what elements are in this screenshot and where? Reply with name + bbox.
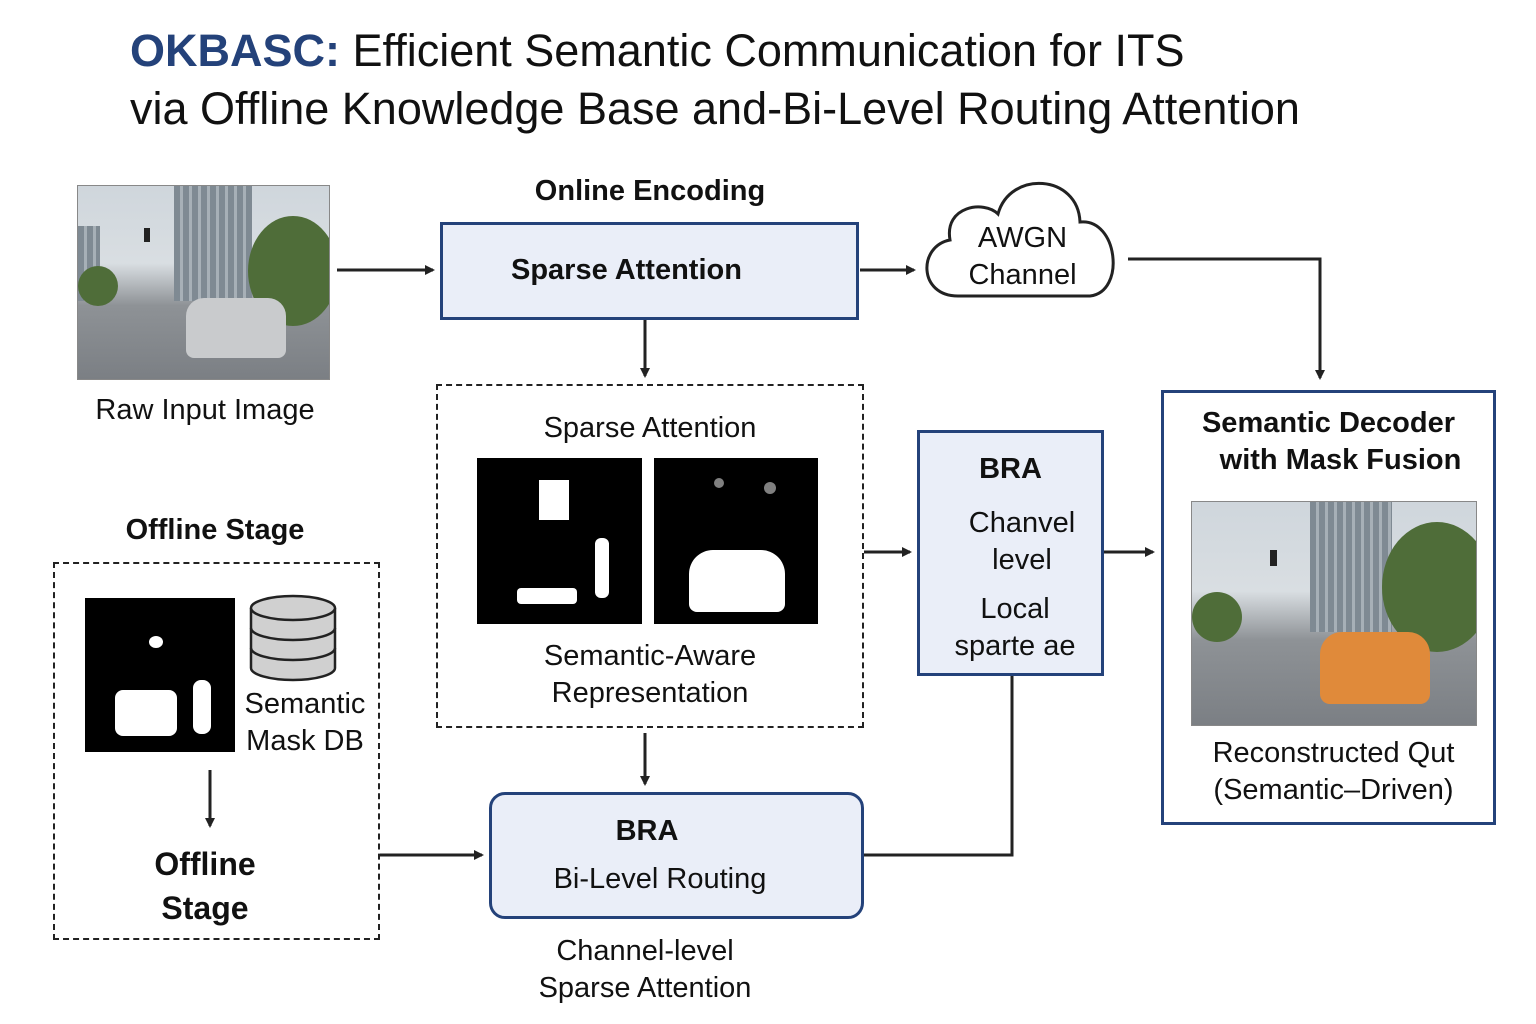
bra-bottom-title: BRA [615,815,679,847]
awgn-channel-label: AWGN Channel [935,220,1110,294]
decoder-caption-line2: (Semantic–Driven) [1213,774,1454,806]
db-line2: Mask DB [246,725,364,757]
decoder-title-line1: Semantic Decoder [1201,407,1456,439]
awgn-line1: AWGN [977,222,1068,254]
encoder-box-label: Sparse Attention [511,254,742,286]
bra-bi-level-routing-box[interactable]: BRA Bi-Level Routing [489,792,864,919]
reconstructed-image [1191,501,1477,726]
sparse-panel-caption: Semantic-Aware Representation [438,638,862,712]
title-line1: Efficient Semantic Communication for ITS [352,25,1185,76]
stage-line2: Stage [161,890,249,926]
semantic-mask-db-label: Semantic Mask DB [235,686,375,760]
bra-item-local-sparse: Local sparte ae [950,591,1080,665]
stage-line1: Offline [154,846,256,882]
bra-item2-line2: sparte ae [954,630,1076,662]
cloud-shape [925,181,1115,298]
bra-item2-line1: Local [980,593,1050,625]
semantic-decoder-box[interactable]: Semantic Decoder with Mask Fusion Recons… [1161,390,1496,825]
bra-bottom-subtitle: Bi-Level Routing [553,863,767,895]
bra-item1-line1: Chanvel [968,507,1076,539]
bra-right-box[interactable]: BRA Chanvel level Local sparte ae [917,430,1104,676]
title-brand: OKBASC: [130,25,340,76]
sparse-mask-1 [477,458,642,624]
offline-stage-label: Offline Stage [115,842,295,930]
sparse-attention-encoder-box[interactable]: Sparse Attention [440,222,859,320]
bra-bottom-caption: Channel-level Sparse Attention [470,933,820,1007]
bra-caption-line1: Channel-level [556,935,734,967]
caption-line1: Semantic-Aware [543,640,757,672]
title-line2: via Offline Knowledge Base and-Bi-Level … [130,83,1300,134]
decoder-caption-line1: Reconstructed Qut [1212,737,1455,769]
decoder-title-line2: with Mask Fusion [1219,444,1462,476]
diagram-title: OKBASC: Efficient Semantic Communication… [130,22,1300,138]
bra-caption-line2: Sparse Attention [538,972,752,1004]
bra-item1-line2: level [992,544,1052,576]
offline-panel: Semantic Mask DB Offline Stage [53,562,380,940]
raw-input-caption: Raw Input Image [95,394,315,426]
bra-right-title: BRA [979,453,1042,485]
online-encoding-heading: Online Encoding [534,175,766,207]
caption-line2: Representation [551,677,749,709]
awgn-line2: Channel [968,259,1077,291]
bra-item-channel-level: Chanvel level [962,505,1082,579]
offline-mask [85,598,235,752]
sparse-attention-panel: Sparse Attention Semantic-Aware Represen… [436,384,864,728]
database-icon [249,594,337,682]
raw-input-image [77,185,330,380]
line-bra-bottom-to-bra [864,676,1014,857]
db-line1: Semantic [244,688,366,720]
sparse-panel-heading: Sparse Attention [543,412,757,444]
arrow-awgn-to-decoder [1128,257,1325,380]
offline-heading: Offline Stage [125,514,305,546]
decoder-title: Semantic Decoder with Mask Fusion [1164,405,1493,479]
sparse-mask-2 [654,458,818,624]
decoder-caption: Reconstructed Qut (Semantic–Driven) [1164,735,1503,809]
